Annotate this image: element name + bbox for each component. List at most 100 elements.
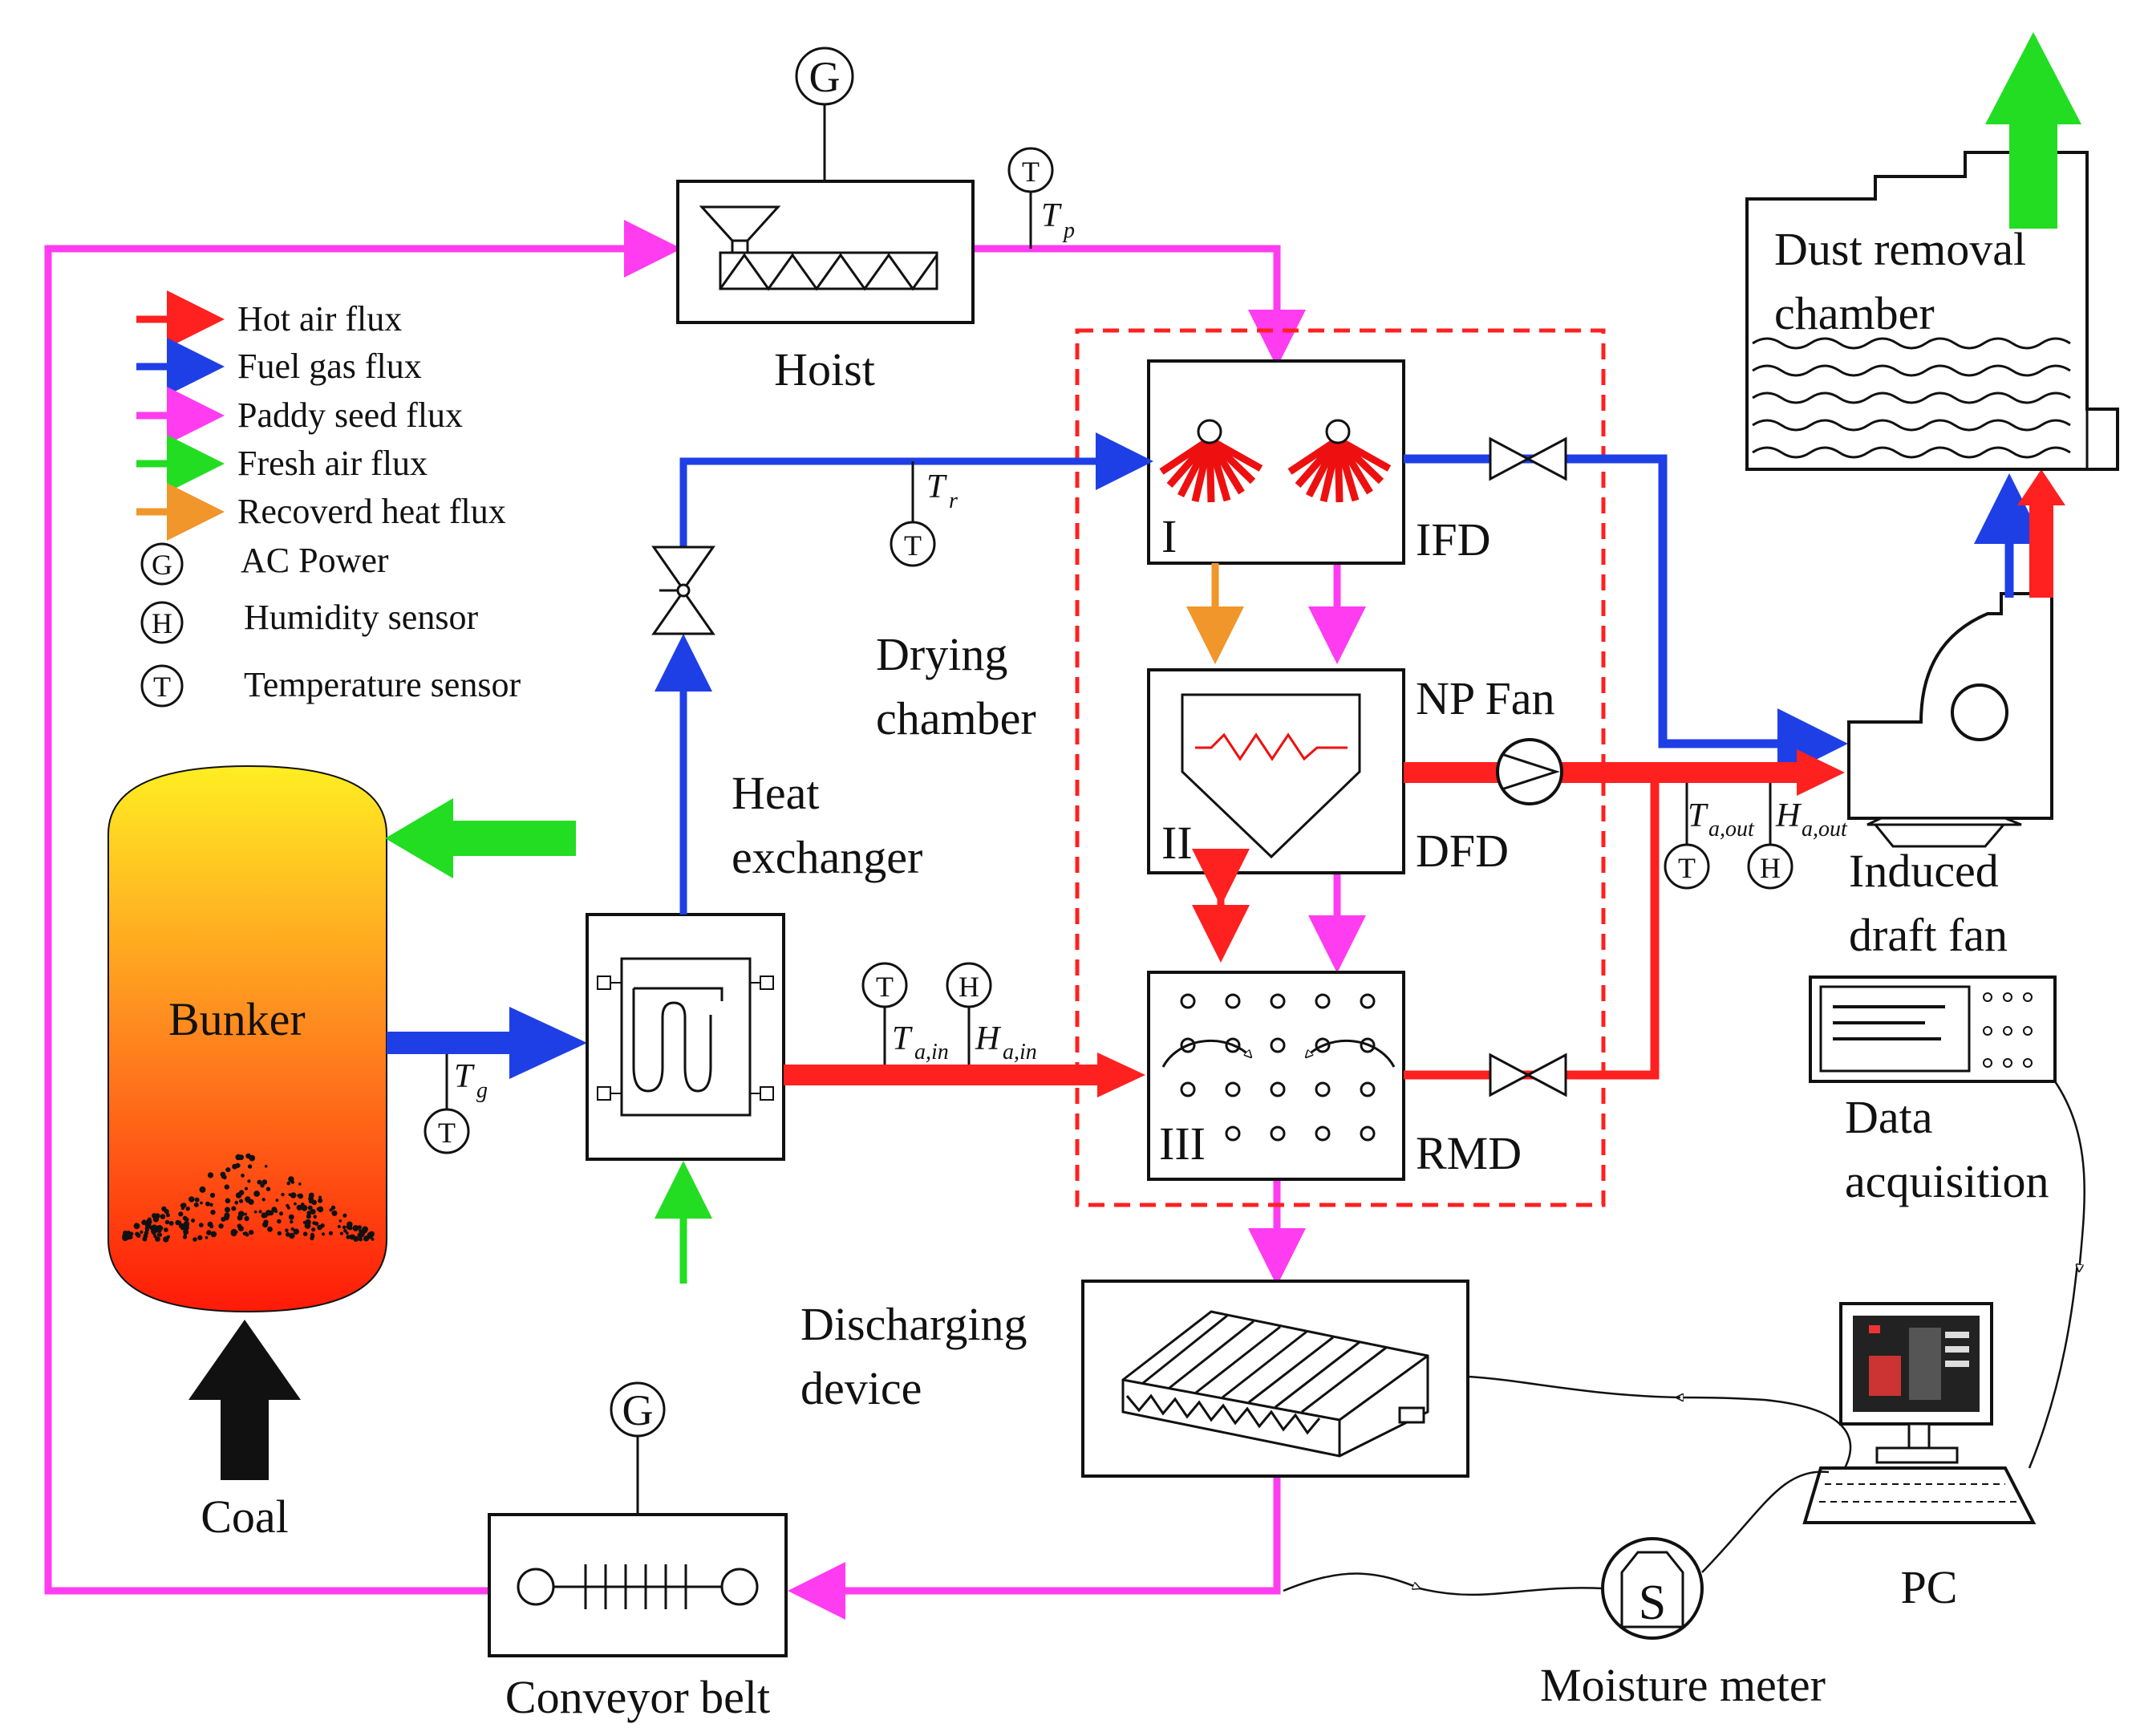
moisture-meter: S Moisture meter [1540, 1537, 1826, 1711]
conveyor-ac-power-icon [610, 1381, 666, 1438]
legend: Hot air flux Fuel gas flux Paddy seed fl… [136, 290, 521, 708]
dust-chamber-label-1: Dust removal [1774, 223, 2026, 275]
fuel-gas-bunker-arrow [387, 1007, 587, 1079]
induced-fan-label-1: Induced [1849, 845, 1999, 897]
legend-item-fresh-air: Fresh air flux [136, 435, 428, 493]
tr-var: T [926, 468, 947, 505]
spray-nozzle-icon [1287, 436, 1392, 503]
legend-symbol-t: T [153, 671, 171, 703]
section-iii-label: III [1159, 1117, 1206, 1170]
fuel-gas-valve-icon [651, 546, 715, 635]
pc: PC [1802, 1302, 2037, 1613]
legend-item-temperature: T Temperature sensor [140, 664, 521, 708]
conveyor-pulley-left-icon [517, 1568, 555, 1606]
wire-to-moisture-arrow [1283, 1572, 1420, 1592]
hain-var: H [975, 1020, 1002, 1057]
taout-var: T [1688, 797, 1708, 834]
section-i-label: I [1161, 510, 1177, 562]
tp-temperature-icon [1007, 147, 1054, 193]
tp-var: T [1041, 197, 1062, 234]
coal-input: Coal [188, 1320, 301, 1543]
legend-item-paddy: Paddy seed flux [136, 387, 463, 444]
tp-sensor: T T p [1007, 147, 1075, 249]
section-iii-rmd: III RMD [1147, 971, 1522, 1181]
tain-sensor-symbol: T [876, 971, 894, 1003]
dfd-label: DFD [1416, 825, 1509, 877]
tr-sensor: T T r [890, 461, 958, 567]
data-acquisition: Data acquisition [1809, 975, 2057, 1207]
taout-temperature-icon [1664, 843, 1710, 890]
np-fan-icon [1496, 738, 1563, 805]
legend-label-temperature: Temperature sensor [244, 665, 521, 704]
ifd-label: IFD [1416, 513, 1490, 566]
humidity-sensor-icon [140, 601, 184, 644]
hoist-label: Hoist [774, 343, 875, 395]
taout-sensor-symbol: T [1678, 852, 1696, 884]
wire-moisture-to-pc [1701, 1470, 1830, 1573]
wire-to-moisture-meter [1419, 1587, 1603, 1596]
tg-sub: g [476, 1078, 488, 1103]
legend-item-fuel-gas: Fuel gas flux [136, 338, 422, 395]
legend-label-fresh-air: Fresh air flux [237, 444, 428, 483]
tain-temperature-icon [861, 962, 908, 1008]
hain-humidity-icon [946, 962, 992, 1008]
spray-nozzle-icon [1159, 436, 1263, 503]
coal-label: Coal [201, 1491, 289, 1543]
tain-var: T [892, 1020, 913, 1057]
paddy-to-dryer-line [973, 245, 1306, 367]
legend-item-ac-power: G AC Power [140, 541, 389, 586]
hoist-ac-power-icon [795, 47, 854, 106]
bunker: Bunker [107, 765, 387, 1313]
haout-humidity-icon [1747, 843, 1793, 890]
heat-exchanger-label-1: Heat [732, 767, 820, 819]
fuel-gas-to-dryer-line [679, 432, 1153, 554]
moisture-meter-symbol: S [1639, 1576, 1666, 1630]
induced-fan-label-2: draft fan [1849, 909, 2008, 961]
heat-exchanger-label-2: exchanger [732, 831, 922, 883]
conveyor-label: Conveyor belt [505, 1671, 770, 1723]
daq-screen-icon [1819, 985, 1971, 1073]
legend-item-recovered: Recoverd heat flux [136, 483, 506, 541]
taout-sensor: T T a,out [1664, 783, 1755, 890]
hain-sensor: H H a,in [946, 962, 1037, 1065]
paddy-return-line [44, 220, 682, 1595]
wire-pc-to-discharger-arrow [1676, 1397, 1852, 1469]
data-acquisition-label-2: acquisition [1845, 1155, 2049, 1207]
legend-symbol-h: H [152, 607, 172, 639]
conveyor-power-symbol: G [622, 1386, 654, 1434]
discharging-label-1: Discharging [800, 1298, 1027, 1350]
hot-air-dfd-outlet [1404, 749, 1845, 796]
fresh-air-bunker-arrow [385, 798, 576, 878]
hoist: G Hoist [676, 47, 975, 395]
tr-sensor-symbol: T [904, 529, 922, 562]
tg-sensor-symbol: T [438, 1117, 456, 1149]
hain-sensor-symbol: H [959, 971, 979, 1003]
data-acquisition-label-1: Data [1845, 1091, 1933, 1143]
tr-sub: r [949, 489, 958, 513]
exhaust-fresh-air-arrow [1985, 32, 2081, 229]
temperature-sensor-icon [140, 664, 184, 708]
tg-var: T [454, 1058, 475, 1095]
tain-sub: a,in [914, 1040, 949, 1065]
tr-temperature-icon [890, 521, 936, 567]
heater-coil-icon [1195, 732, 1348, 761]
bunker-tank [107, 765, 387, 1313]
tp-sensor-symbol: T [1022, 156, 1040, 188]
wire-daq-to-pc [2028, 1263, 2079, 1469]
swirl-right-icon [1306, 1039, 1396, 1068]
tg-temperature-icon [424, 1108, 470, 1154]
pc-label: PC [1901, 1561, 1958, 1613]
signal-wires [1283, 1081, 2085, 1596]
dust-removal-chamber: Dust removal chamber [1745, 151, 2119, 471]
section-ii-dfd: II NP Fan DFD [1147, 668, 1555, 877]
dust-chamber-label-2: chamber [1774, 287, 1935, 339]
legend-label-hot-air: Hot air flux [237, 299, 402, 339]
haout-sensor: H H a,out [1747, 783, 1848, 890]
hopper-dryer-icon [1181, 693, 1361, 859]
water-waves-icon [1752, 337, 2071, 459]
induced-fan-rotor-icon [1951, 683, 2008, 741]
taout-sub: a,out [1708, 817, 1755, 842]
legend-label-recovered: Recoverd heat flux [237, 492, 506, 531]
legend-label-humidity: Humidity sensor [244, 598, 478, 637]
